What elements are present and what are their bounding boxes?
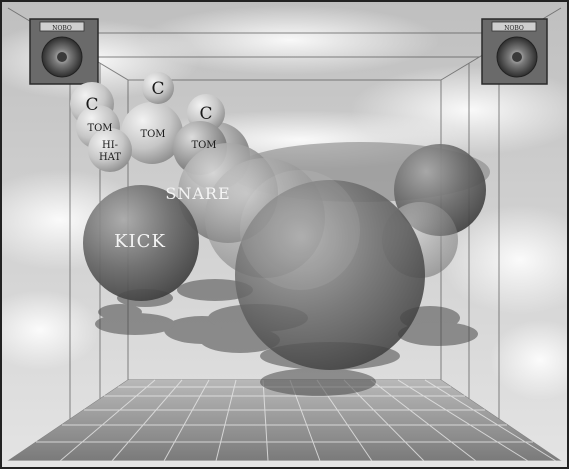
- tom-left-label: TOM: [87, 123, 112, 134]
- cymbal-center-label: C: [151, 79, 164, 99]
- tom-center-label: TOM: [140, 129, 165, 140]
- cymbal-left-label: C: [85, 95, 98, 115]
- left-speaker-brand: NOBO: [52, 25, 72, 32]
- bass-sphere-highlight: [240, 170, 360, 290]
- hihat-label-line1: HI-: [102, 140, 118, 151]
- kick-label: KICK: [114, 231, 166, 252]
- right-speaker-brand: NOBO: [504, 25, 524, 32]
- tom-right-label: TOM: [191, 140, 216, 151]
- right-speaker: NOBO: [482, 19, 547, 84]
- snare-label: SNARE: [165, 184, 230, 203]
- hihat-label-line2: HAT: [99, 152, 121, 163]
- cymbal-right-label: C: [199, 104, 212, 124]
- left-speaker: NOBO: [30, 19, 98, 84]
